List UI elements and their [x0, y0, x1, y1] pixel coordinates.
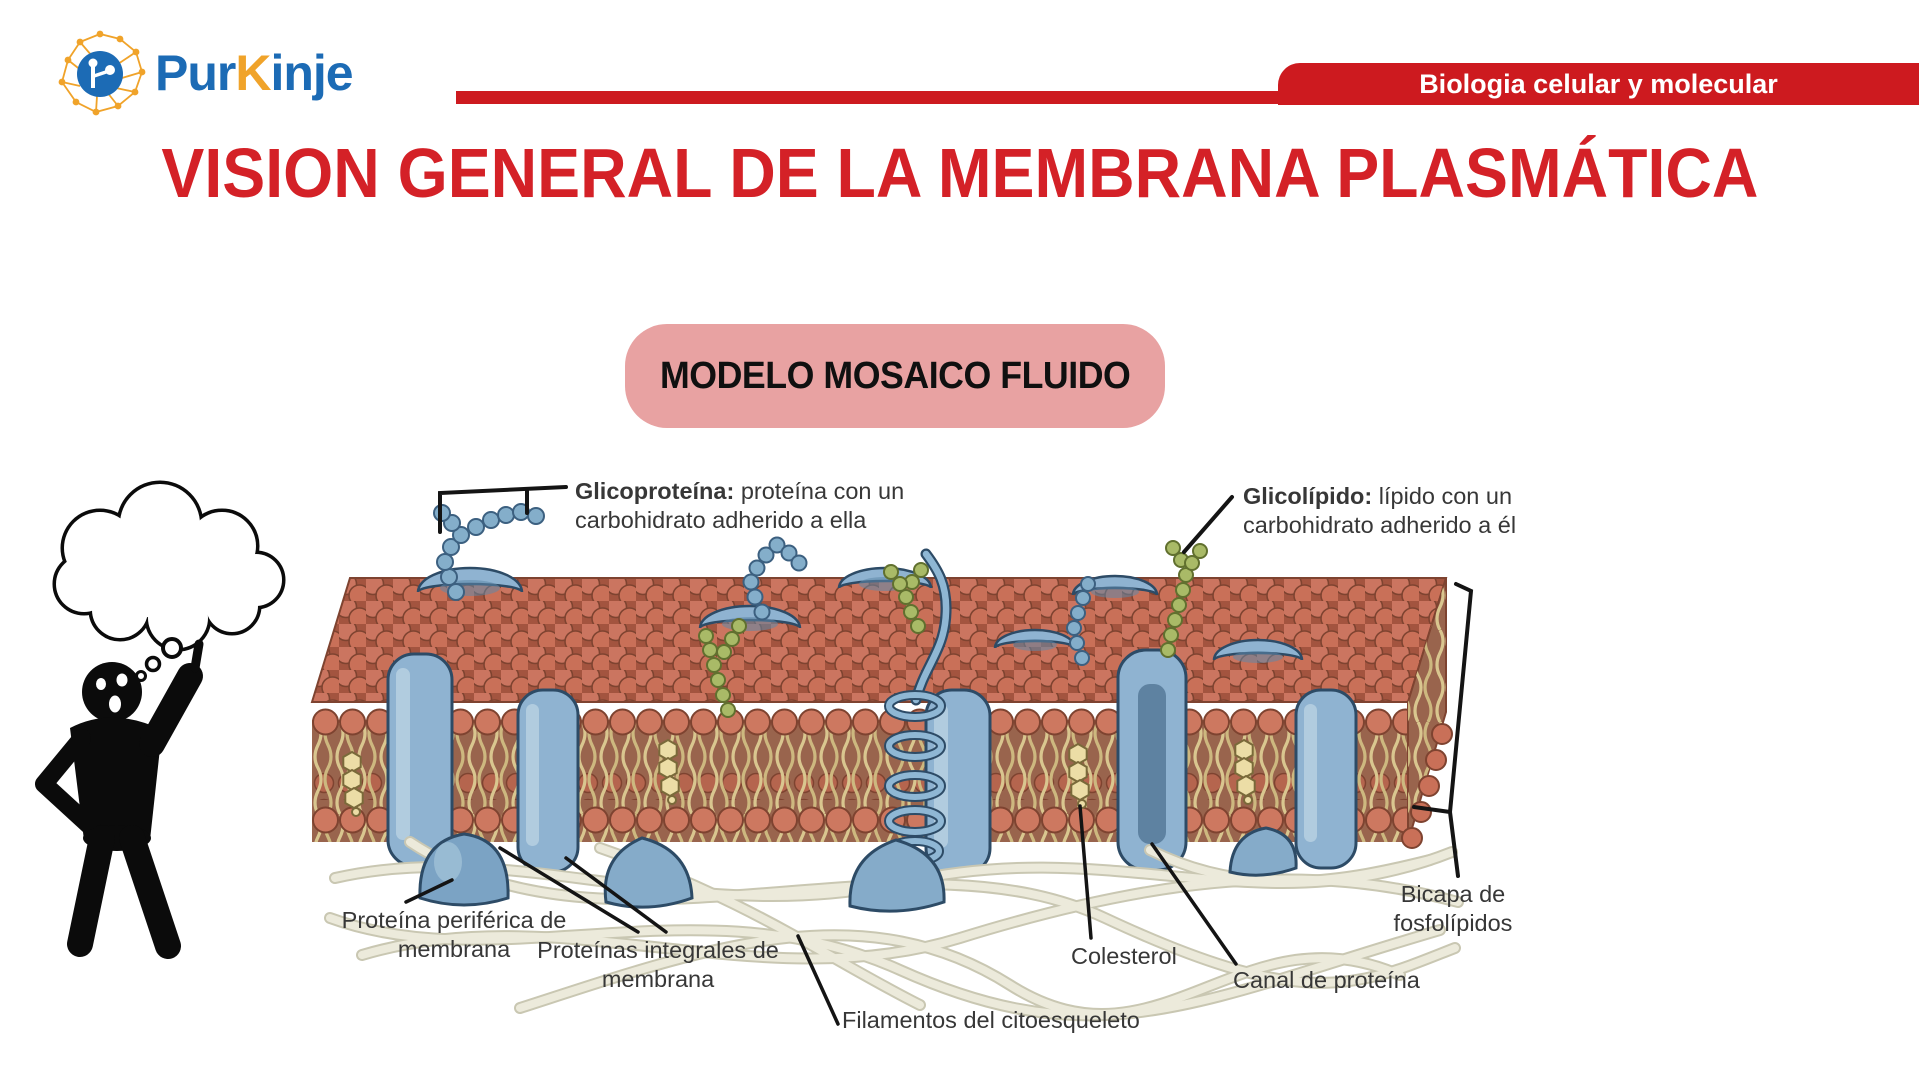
cholesterol-molecules [342, 738, 1256, 817]
peripheral-leader [404, 878, 454, 904]
label-bilayer: Bicapa de fosfolípidos [1393, 881, 1513, 937]
brand-logo: PurKinje [52, 26, 354, 121]
brand-k: K [235, 45, 271, 101]
label-glycoprotein: Glicoproteína: proteína con un carbohidr… [575, 478, 905, 534]
page-title: VISION GENERAL DE LA MEMBRANA PLASMÁTICA [161, 134, 1758, 212]
glycoprotein-bracket [438, 485, 568, 534]
channel-protein [1116, 648, 1188, 872]
thought-bubble-icon [56, 484, 282, 682]
glycolipid-chains [698, 540, 1208, 718]
cholesterol-leader [1078, 804, 1093, 940]
peripheral-protein [418, 832, 510, 907]
brand-name: PurKinje [155, 26, 354, 121]
course-banner-label: Biologia celular y molecular [1419, 68, 1778, 99]
thinking-person-icon [35, 639, 204, 959]
bilayer-bracket [1412, 582, 1474, 878]
label-integral-proteins: Proteínas integrales de membrana [537, 937, 779, 993]
channel-leader [1150, 842, 1238, 966]
cytoskeleton-leader [796, 934, 840, 1026]
leader-lines [404, 485, 1474, 1026]
glycoprotein-chain-2 [742, 536, 808, 621]
label-peripheral-protein: Proteína periférica de membrana [341, 907, 567, 963]
glycoprotein-chain-3 [1066, 576, 1096, 666]
integral-leader-2 [564, 856, 668, 934]
phospholipid-bilayer-front [312, 700, 1408, 842]
model-badge-label: MODELO MOSAICO FLUIDO [659, 354, 1131, 397]
bilayer-side-face [1401, 577, 1453, 849]
integral-leader-1 [498, 846, 640, 934]
brand-pur: Pur [155, 45, 236, 101]
label-protein-channel: Canal de proteína [1233, 967, 1420, 993]
brain-network-icon [58, 30, 146, 116]
label-glycolipid: Glicolípido: lípido con un carbohidrato … [1243, 483, 1517, 539]
glycolipid-leader [1182, 495, 1234, 554]
phospholipid-top-face [310, 577, 1448, 703]
model-badge: MODELO MOSAICO FLUIDO [625, 324, 1165, 428]
label-cholesterol: Colesterol [1071, 943, 1177, 969]
inner-proteins [603, 826, 1298, 913]
label-cytoskeleton: Filamentos del citoesqueleto [842, 1007, 1140, 1033]
course-banner: Biologia celular y molecular [1278, 63, 1919, 105]
brand-inje: inje [270, 45, 353, 101]
